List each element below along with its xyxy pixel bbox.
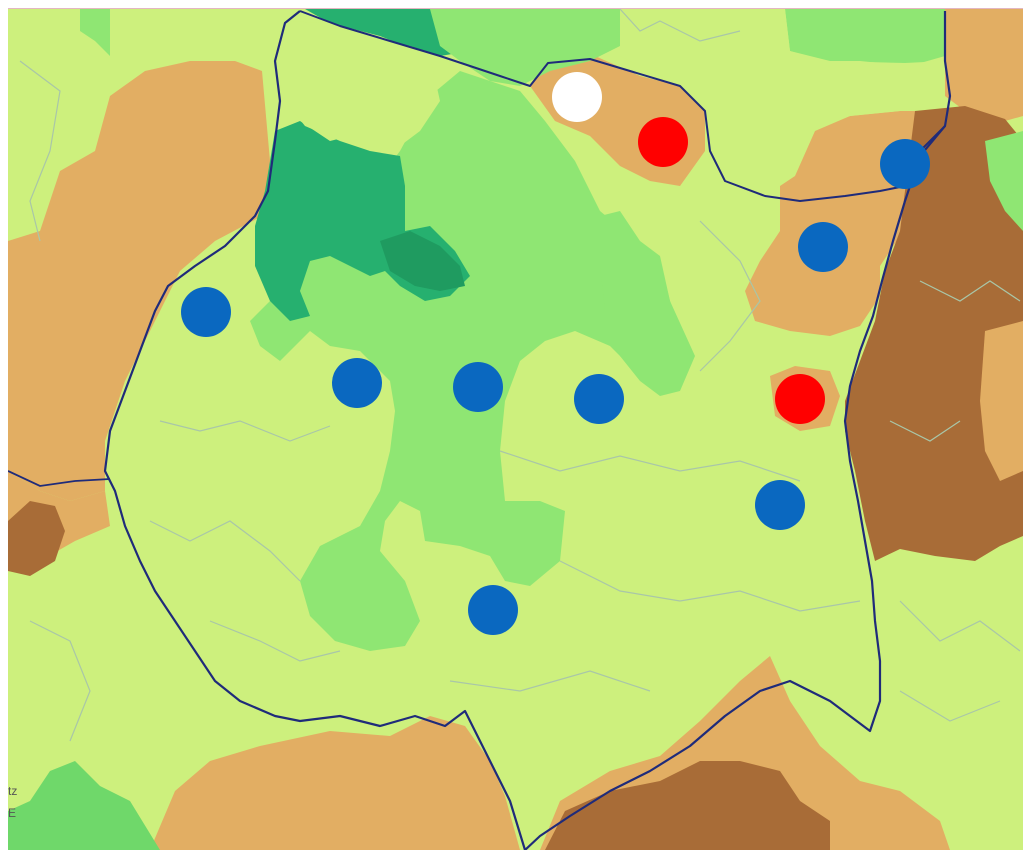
marker-blue-5[interactable] [181,287,231,337]
marker-blue-3[interactable] [880,139,930,189]
region-green-northwest [80,9,110,56]
marker-layer [181,72,930,635]
region-light-northeast [620,9,945,196]
boundary-west-edge [8,470,111,487]
region-green-right-edge [985,131,1023,231]
region-green-east-strip [600,211,695,396]
region-teal-north [305,9,470,56]
marker-blue-7[interactable] [453,362,503,412]
region-map[interactable] [8,9,1023,850]
region-light-north-lobe [275,21,440,151]
region-brown-south [545,761,830,850]
marker-blue-4[interactable] [798,222,848,272]
region-green-north [430,9,620,86]
region-tan-west [8,61,270,501]
map-frame[interactable]: tz E [8,8,1023,850]
inner-boundary-lines [19,9,1021,742]
region-tan-east-right [980,321,1023,481]
marker-white-1[interactable] [552,72,602,122]
marker-blue-10[interactable] [755,480,805,530]
marker-blue-11[interactable] [468,585,518,635]
region-tan-south-west [150,716,520,850]
region-green-far-north [785,9,945,66]
boundary-north-edge [299,10,946,202]
region-brown-east [845,106,1023,561]
edge-text-e: E [8,806,17,820]
region-green-southwest [8,761,160,850]
marker-blue-6[interactable] [332,358,382,408]
region-tan-far-northeast [945,9,1023,121]
boundary-central-region [103,10,952,850]
marker-red-2[interactable] [638,117,688,167]
edge-text-tz: tz [8,784,18,798]
region-darkgreen-inner [380,231,465,291]
marker-red-9[interactable] [775,374,825,424]
marker-blue-8[interactable] [574,374,624,424]
region-brown-west [8,501,65,576]
